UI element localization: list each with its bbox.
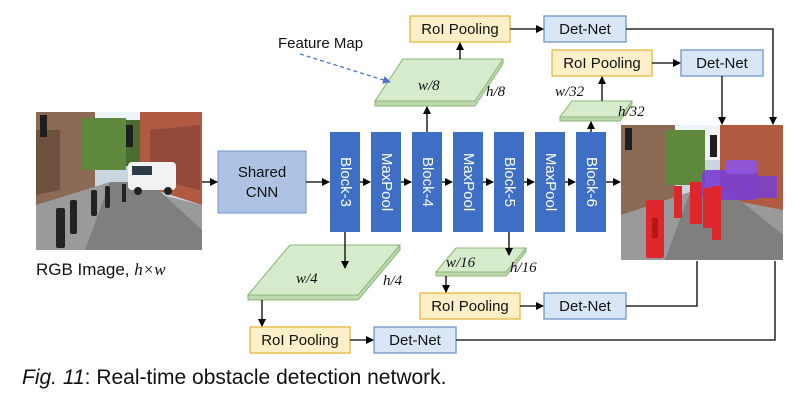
det-net-label-top: Det-Net: [559, 21, 612, 38]
maxpool-2-label: MaxPool: [460, 153, 477, 211]
maxpool-3-box: [535, 132, 565, 232]
input-label: RGB Image, h×w: [36, 260, 166, 279]
fm8-w-label: w/8: [418, 78, 440, 94]
det-net-label-bottom: Det-Net: [389, 332, 442, 349]
det-net-box-w16: [543, 292, 627, 320]
input-street-image: [36, 112, 202, 250]
roi-pooling-label-top: RoI Pooling: [421, 21, 499, 38]
fm4-h-label: h/4: [383, 273, 403, 289]
fm4-w-label: w/4: [296, 271, 318, 287]
block-5-box: [494, 132, 524, 232]
block-4-box: [412, 132, 442, 232]
det-net-label-w16: Det-Net: [559, 298, 612, 315]
roi-pooling-label-w16: RoI Pooling: [431, 298, 509, 315]
caption-text: : Real-time obstacle detection network.: [84, 366, 447, 389]
figure-caption: Fig. 11: Real-time obstacle detection ne…: [22, 366, 447, 390]
feature-map-w4: w/4 h/4: [246, 244, 403, 301]
fm32-w-label: w/32: [555, 84, 585, 100]
fm8-h-label: h/8: [486, 84, 506, 100]
roi-pooling-label-bottom: RoI Pooling: [261, 332, 339, 349]
output-detection-image: [621, 125, 783, 260]
feature-map-pointer: [299, 53, 391, 84]
feature-map-label: Feature Map: [278, 35, 363, 52]
block-4-label: Block-4: [419, 157, 436, 207]
feature-map-w8: w/8 h/8: [374, 58, 506, 107]
maxpool-3-label: MaxPool: [542, 153, 559, 211]
shared-cnn-box: [217, 150, 307, 214]
roi-pooling-box-bottom: [249, 326, 351, 354]
det-net-box-w32: [680, 49, 764, 77]
caption-prefix: Fig. 11: [22, 366, 85, 389]
det-net-label-w32: Det-Net: [696, 55, 749, 72]
maxpool-1-box: [371, 132, 401, 232]
maxpool-1-label: MaxPool: [378, 153, 395, 211]
connector-arrows: [258, 25, 777, 344]
roi-pooling-label-w32: RoI Pooling: [563, 55, 641, 72]
block-5-label: Block-5: [501, 157, 518, 207]
maxpool-2-box: [453, 132, 483, 232]
feature-map-w16: w/16 h/16: [434, 247, 537, 277]
input-dims: h×w: [134, 260, 166, 279]
shared-cnn-label-2: CNN: [246, 184, 279, 201]
block-3-label: Block-3: [337, 157, 354, 207]
fm32-h-label: h/32: [618, 104, 645, 120]
fm16-h-label: h/16: [510, 260, 537, 276]
feature-map-w32: w/32 h/32: [555, 84, 645, 122]
fm16-w-label: w/16: [446, 255, 476, 271]
block-chain: Block-3 MaxPool Block-4 MaxPool Block-5 …: [330, 132, 606, 232]
block-3-box: [330, 132, 360, 232]
roi-pooling-box-top: [409, 15, 511, 43]
shared-cnn-label-1: Shared: [238, 164, 286, 181]
block-6-label: Block-6: [583, 157, 600, 207]
block-6-box: [576, 132, 606, 232]
